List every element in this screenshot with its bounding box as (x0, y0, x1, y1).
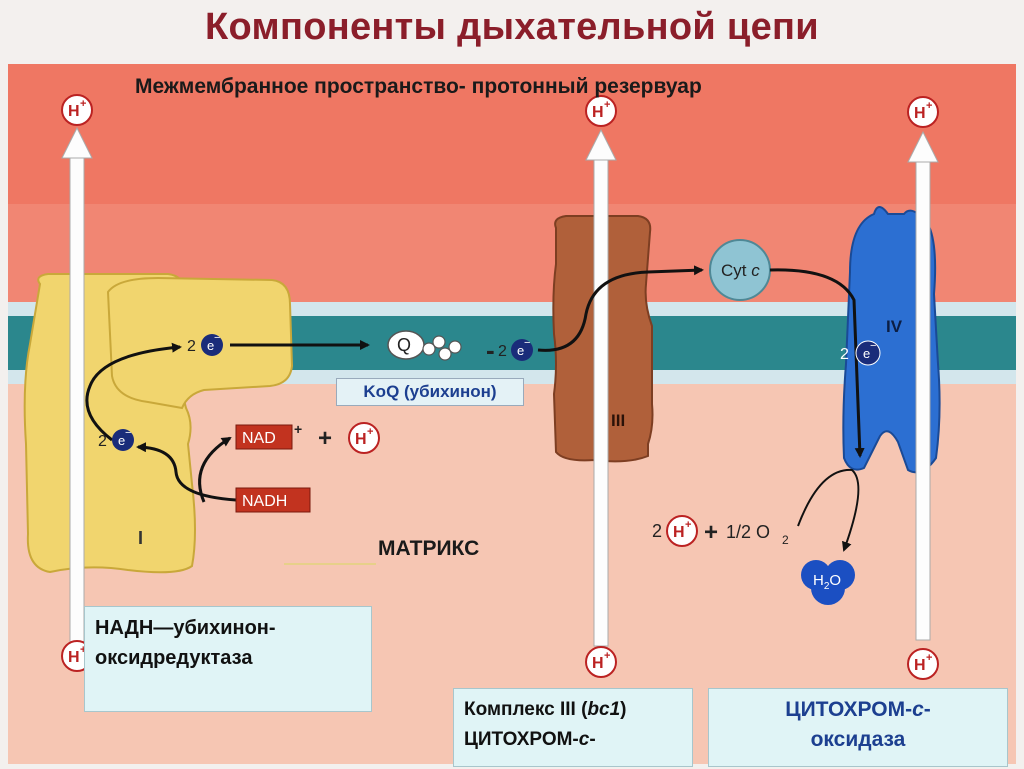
intermembrane-space-label: Межмембранное пространство- протонный ре… (135, 75, 702, 98)
svg-text:+: + (367, 426, 373, 438)
svg-text:H: H (68, 649, 80, 666)
proton-ciii-bottom: H + (585, 646, 617, 678)
complex-iii-description-line2: ЦИТОХРОМ-с- (464, 729, 596, 750)
oxygen-reaction: 2 H + + 1/2 O 2 (652, 515, 789, 547)
svg-text:+: + (926, 100, 932, 112)
nad-plus-box: NAD + (235, 421, 302, 450)
svg-text:2: 2 (187, 338, 196, 355)
svg-text:+: + (704, 519, 718, 546)
svg-text:H2O: H2O (813, 572, 841, 592)
svg-text:H: H (355, 431, 367, 448)
proton-nad-reaction: H + (348, 422, 380, 454)
svg-text:2: 2 (98, 433, 107, 450)
reaction-arrow-to-water (797, 468, 860, 552)
svg-text:-: - (486, 335, 495, 365)
svg-text:NADH: NADH (242, 493, 287, 510)
complex-i-label: I (138, 528, 143, 548)
proton-arrow-complex-iii (585, 128, 617, 647)
svg-text:e: e (517, 343, 524, 358)
svg-text:e: e (207, 338, 214, 353)
svg-text:NAD: NAD (242, 430, 276, 447)
svg-text:+: + (80, 98, 86, 110)
complex-i-description-line2: оксидредуктаза (95, 647, 253, 669)
electron-path-nadh-to-ci (136, 442, 237, 502)
svg-text:+: + (604, 99, 610, 111)
koq-label: KoQ (убихинон) (336, 378, 524, 406)
electron-path-ci-internal (85, 342, 182, 442)
svg-text:2: 2 (840, 346, 849, 363)
page-title: Компоненты дыхательной цепи (205, 6, 819, 48)
electron-ci-top: 2 e − (187, 332, 223, 356)
svg-text:e: e (118, 433, 125, 448)
electron-q: - 2 e − (486, 335, 533, 365)
complex-iii-description: Комплекс III (bc1) ЦИТОХРОМ-с- (453, 688, 693, 767)
svg-text:−: − (524, 337, 530, 349)
complex-iv-description: ЦИТОХРОМ-с- оксидаза (708, 688, 1008, 767)
svg-text:+: + (926, 652, 932, 664)
svg-text:H: H (68, 103, 80, 120)
svg-text:−: − (870, 340, 876, 352)
svg-text:+: + (294, 421, 302, 437)
complex-i-description: НАДН—убихинон- оксидредуктаза (84, 606, 372, 712)
matrix-label: МАТРИКС (378, 537, 480, 560)
complex-iv-description-line1: ЦИТОХРОМ-с- (785, 698, 931, 721)
svg-text:H: H (914, 657, 926, 674)
svg-text:H: H (914, 105, 926, 122)
complex-iii-label: III (611, 411, 625, 430)
svg-text:1/2 O: 1/2 O (726, 522, 770, 542)
svg-text:H: H (592, 104, 604, 121)
complex-iii-description-line1: Комплекс III (bc1) (464, 699, 627, 720)
cyt-c-label: Cyt c (721, 261, 760, 280)
electron-path-nadh-to-nad (198, 436, 232, 503)
proton-civ-top: H + (907, 96, 939, 128)
proton-ci-top: H + (61, 94, 93, 126)
electron-path-cytc-to-civ (769, 268, 865, 458)
complex-iv-label: IV (886, 317, 903, 336)
proton-arrow-complex-iv (907, 130, 939, 641)
proton-ciii-top: H + (585, 95, 617, 127)
svg-text:+: + (685, 519, 691, 531)
proton-civ-bottom: H + (907, 648, 939, 680)
complex-iv-description-line2: оксидаза (810, 728, 906, 751)
plus-sign: + (318, 425, 332, 452)
nadh-box: NADH (235, 487, 311, 513)
complex-i-description-line1: НАДН—убихинон- (95, 617, 276, 639)
electron-ci-bottom: 2 e − (98, 427, 134, 451)
svg-text:H: H (673, 524, 685, 541)
svg-text:−: − (214, 332, 220, 344)
svg-text:H: H (592, 655, 604, 672)
svg-text:2: 2 (498, 343, 507, 360)
svg-text:2: 2 (652, 521, 662, 541)
svg-text:e: e (863, 346, 870, 361)
svg-text:−: − (125, 427, 131, 439)
electron-path-q-to-cytc (537, 265, 704, 352)
complex-i-upper-lobe (106, 276, 294, 410)
svg-text:Q: Q (397, 335, 411, 355)
svg-text:2: 2 (782, 533, 789, 547)
ubiquinone-molecule: Q (387, 330, 462, 361)
electron-civ: 2 e − (840, 340, 881, 366)
water-molecule: H2O (801, 560, 855, 605)
svg-text:+: + (604, 650, 610, 662)
svg-text:+: + (80, 644, 86, 656)
